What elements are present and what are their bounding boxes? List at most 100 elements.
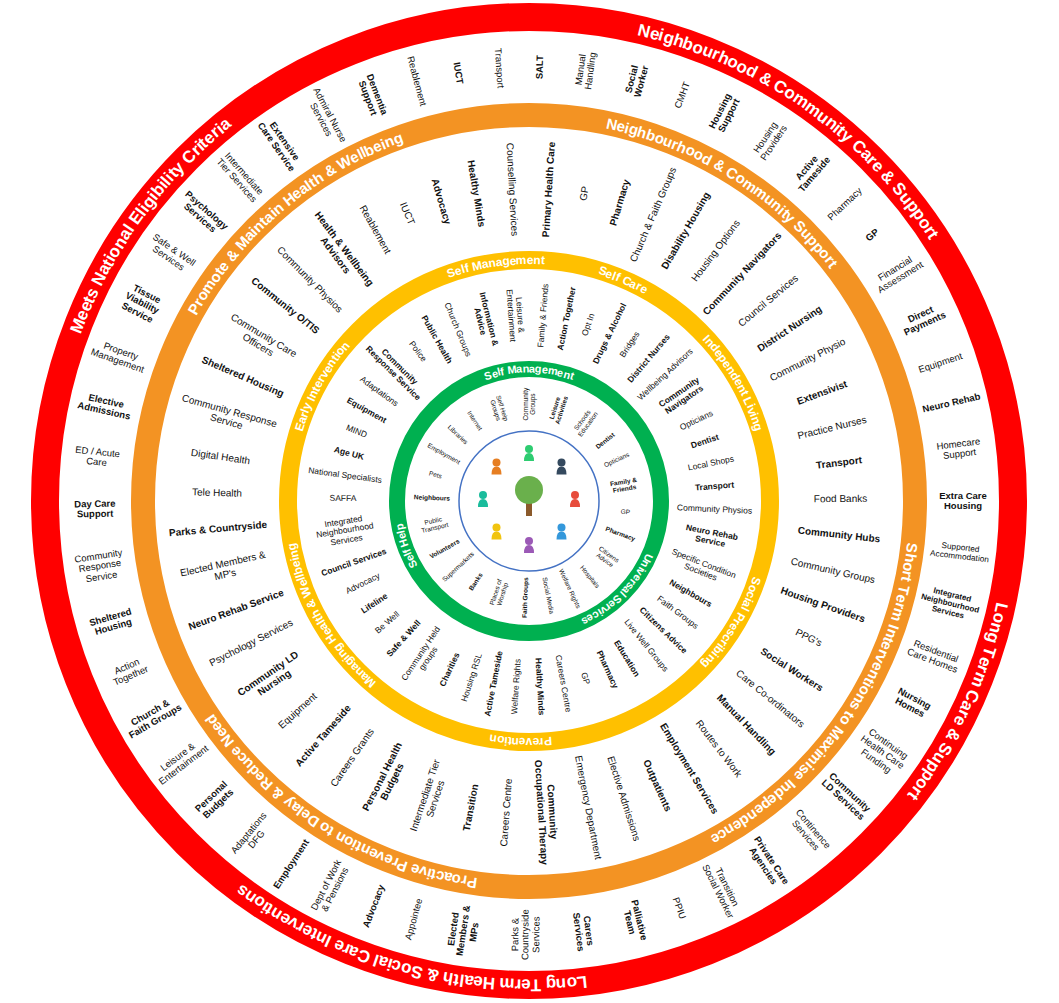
service-label: Advocacy <box>343 571 381 596</box>
service-label: Public Transport <box>411 512 457 536</box>
service-label: Equipment <box>276 690 320 731</box>
person-icon <box>524 445 534 461</box>
service-label: Age UK <box>333 445 366 462</box>
title-glyph: t <box>540 254 545 266</box>
center-circle <box>459 431 599 571</box>
ring-title: Self Care <box>591 259 656 300</box>
service-label: Routes to Work <box>693 717 744 779</box>
service-label: Intermediate Tier Services <box>402 741 458 852</box>
person-icon <box>570 491 580 507</box>
service-label: Bridges <box>618 330 642 360</box>
service-label: Neuro Rehab <box>921 391 983 415</box>
service-label: Palliative Team <box>617 889 652 954</box>
service-label: Counselling Services <box>505 142 521 237</box>
ring-title: Social Prescribing <box>694 569 768 676</box>
service-label: Volunteers <box>427 537 461 560</box>
service-label: Supported Accommodation <box>928 539 992 564</box>
service-label: Active Tameside <box>483 649 505 718</box>
title-glyph: & <box>942 725 963 744</box>
service-label: Employment <box>271 836 312 891</box>
title-glyph: e <box>532 736 539 748</box>
service-label: Transition <box>461 782 481 832</box>
service-label: Property Management <box>87 336 152 376</box>
title-glyph: e <box>527 254 534 266</box>
title-glyph: g <box>501 255 509 268</box>
person-icon <box>557 524 567 540</box>
service-label: Careers Centre <box>553 654 573 715</box>
ring-band-circle <box>397 369 661 633</box>
service-label: District Nursing <box>754 303 824 355</box>
service-label: Action Together <box>555 286 577 353</box>
service-label: Welfare Rights <box>558 567 583 610</box>
service-label: Supermarkets <box>440 550 476 584</box>
title-glyph: & <box>425 966 440 985</box>
title-glyph: o <box>566 974 578 992</box>
service-label: Healthy Minds <box>533 657 546 716</box>
ring-node: Self ManagementUniversal ServicesSelf He… <box>31 3 1027 999</box>
service-label: Libraries <box>446 424 470 447</box>
service-label: Housing Providers <box>744 109 796 172</box>
title-glyph: M <box>506 364 517 376</box>
service-label: Homecare Support <box>927 435 991 463</box>
service-label: Community Physio <box>767 336 848 384</box>
person-icon <box>492 524 502 540</box>
service-label: Social Workers <box>758 645 826 694</box>
service-label: Personal Budgets <box>185 772 244 830</box>
service-label: Local Shops <box>687 455 736 474</box>
service-label: Careers Centre <box>498 777 514 848</box>
service-label: Citizens Advice <box>585 539 629 576</box>
title-glyph: a <box>529 363 535 374</box>
service-label: National Specialists <box>306 466 383 485</box>
service-label: Digital Health <box>189 447 251 467</box>
title-glyph: r <box>515 976 522 993</box>
service-label: Extensivist <box>794 378 848 407</box>
title-glyph: n <box>511 735 519 747</box>
title-glyph: o <box>496 734 505 747</box>
service-label: Pharmacy <box>826 185 865 223</box>
service-label: Church & Faith Groups <box>121 693 185 742</box>
ring-title: Self Management <box>439 248 554 285</box>
service-label: Reablement <box>357 203 394 256</box>
service-label: GP <box>863 227 881 244</box>
title-glyph: L <box>576 973 588 991</box>
service-label: Community Response Service <box>361 335 431 405</box>
title-glyph: m <box>516 254 527 266</box>
service-label: Pharmacy <box>594 649 620 691</box>
service-label: Food Banks <box>813 493 868 504</box>
service-label: Outpatients <box>641 757 674 813</box>
ring-title: Neighbourhood & Community Care & Support <box>627 14 950 252</box>
service-label: Extra Care Housing <box>931 491 993 512</box>
service-label: Self Help Groups <box>485 386 512 432</box>
service-label: SAFFA <box>329 494 357 504</box>
service-label: Schools Education <box>566 400 603 444</box>
service-label: Transport <box>814 454 863 471</box>
person-icon <box>492 459 502 475</box>
service-label: Direct Payments <box>890 297 955 342</box>
service-label: GP <box>578 185 592 203</box>
service-label: Healthy Minds <box>466 158 488 228</box>
title-glyph: m <box>889 606 907 623</box>
service-label: Emergency Department <box>573 754 604 861</box>
title-glyph: r <box>539 736 544 748</box>
title-glyph: e <box>521 976 531 993</box>
ring-node: Self ManagementUniversal ServicesSelf He… <box>389 361 669 641</box>
service-label: Community Groups <box>521 382 535 426</box>
title-glyph: e <box>509 254 516 266</box>
service-label: Housing Providers <box>779 585 868 625</box>
ring-node: Self ManagementUniversal ServicesSelf He… <box>279 251 779 751</box>
title-glyph: f <box>499 366 505 378</box>
title-glyph: n <box>522 363 529 374</box>
service-label: Integrated Neighbourhood Services <box>917 584 983 624</box>
service-label: Tissue Viability Service <box>107 276 176 332</box>
service-label: Private Care Agencies <box>741 832 793 895</box>
service-label: Advocacy <box>430 176 454 226</box>
service-label: Adaptations DFG <box>225 806 280 867</box>
ring-title: Self Management <box>477 358 583 387</box>
title-glyph: T <box>531 976 542 993</box>
title-glyph: a <box>516 364 523 375</box>
service-label: Dentist <box>690 432 721 450</box>
service-label: Housing Support <box>701 82 748 147</box>
title-glyph: v <box>526 736 533 748</box>
service-label: Admiral Nurse Services <box>301 86 349 151</box>
service-label: MIND <box>344 423 369 440</box>
